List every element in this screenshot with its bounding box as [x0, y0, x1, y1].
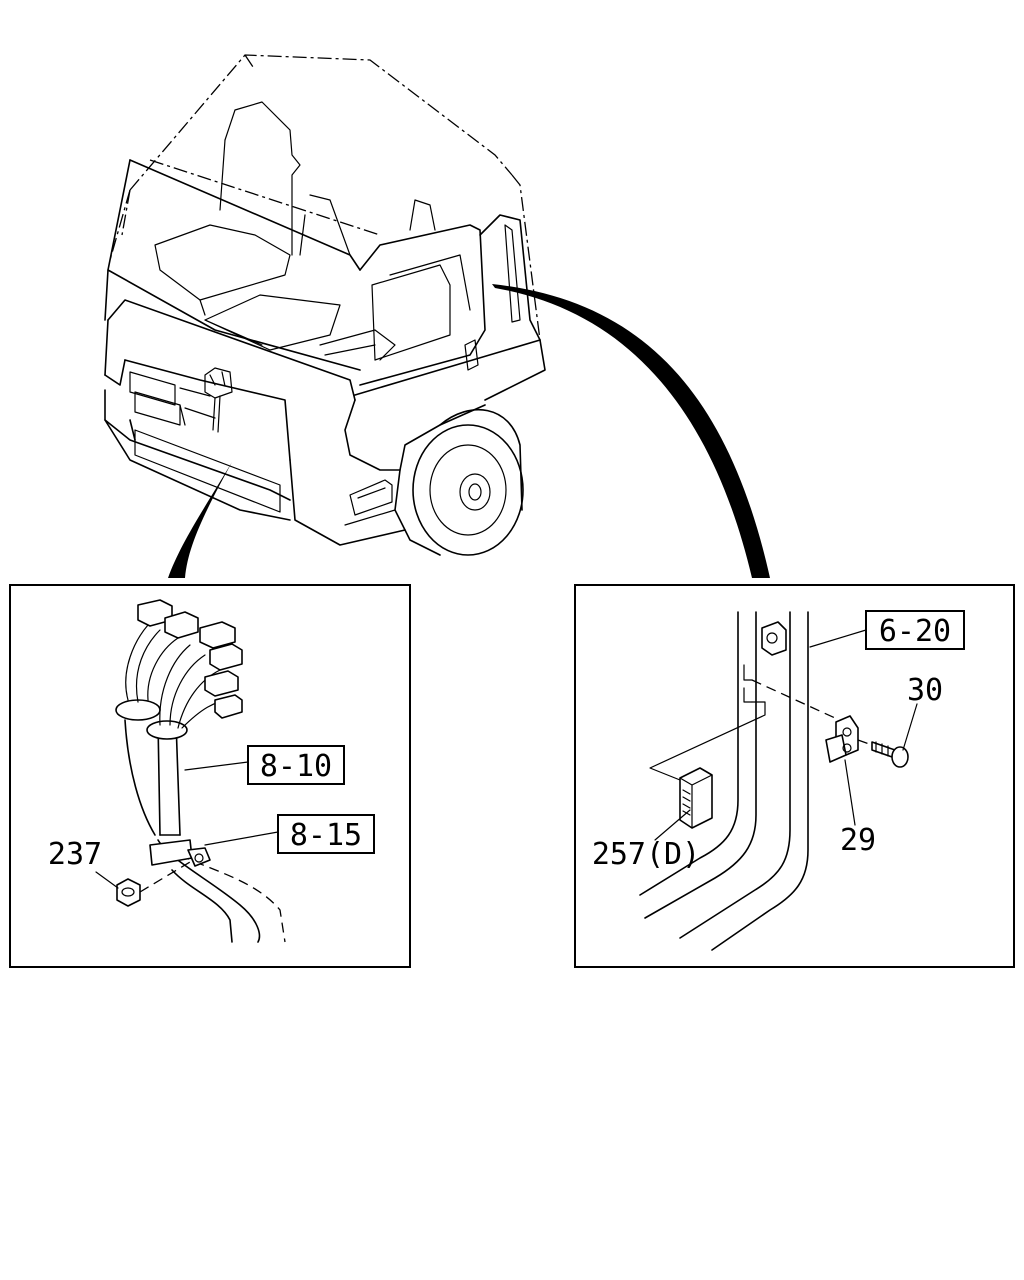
part-number-29: 29: [840, 823, 876, 858]
callout-box-6-20: [865, 610, 965, 650]
callout-box-8-10: [247, 745, 345, 785]
leader-arc-right: [492, 284, 770, 578]
part-number-30: 30: [907, 673, 943, 708]
callout-label-6-20: 6-20: [879, 614, 951, 649]
door-switch-detail: [639, 611, 918, 951]
callout-box-8-15: [277, 814, 375, 854]
wiring-harness-detail: [95, 599, 286, 943]
part-number-237: 237: [48, 837, 102, 872]
part-number-257d: 257(D): [592, 837, 700, 872]
leader-arc-left: [168, 462, 232, 578]
truck-cab-illustration: [104, 54, 546, 556]
callout-label-8-15: 8-15: [290, 818, 362, 853]
callout-label-8-10: 8-10: [260, 749, 332, 784]
